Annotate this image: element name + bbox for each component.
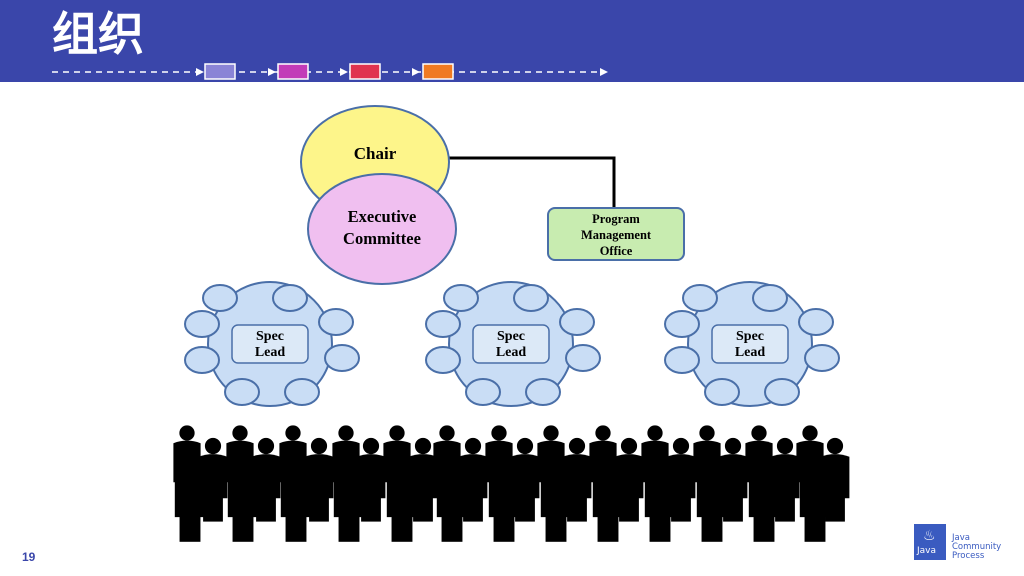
member-seat bbox=[443, 284, 479, 312]
header-progress-track bbox=[52, 63, 608, 80]
person-silhouette bbox=[436, 453, 468, 542]
person-silhouette bbox=[227, 453, 259, 542]
spec-lead-label-line1: Spec bbox=[497, 329, 525, 344]
person-silhouette bbox=[748, 453, 780, 542]
person-silhouette bbox=[540, 453, 572, 542]
track-arrowhead-1 bbox=[196, 68, 204, 76]
track-arrowhead-4 bbox=[412, 68, 420, 76]
jcp-logo-text: Java Community Process bbox=[952, 534, 1001, 561]
program-management-office-box bbox=[547, 207, 685, 261]
pmo-label-line1: Program bbox=[592, 212, 640, 226]
track-step-2 bbox=[277, 63, 309, 80]
track-arrowhead-2 bbox=[268, 68, 276, 76]
executive-label-line1: Executive bbox=[348, 207, 417, 226]
member-seat bbox=[764, 378, 800, 406]
slide-title: 组织 bbox=[52, 7, 144, 61]
person-silhouette bbox=[696, 453, 728, 542]
person-silhouette bbox=[174, 453, 206, 542]
spec-lead-label-line1: Spec bbox=[736, 329, 764, 344]
spec-lead-box bbox=[231, 324, 309, 364]
spec-lead-label-line1: Spec bbox=[256, 329, 284, 344]
spec-lead-box bbox=[472, 324, 550, 364]
java-logo-box: ♨ Java bbox=[914, 524, 946, 560]
person-silhouette bbox=[198, 437, 228, 522]
person-silhouette bbox=[280, 453, 312, 542]
member-seat bbox=[664, 310, 700, 338]
track-arrowhead-3 bbox=[340, 68, 348, 76]
member-seat bbox=[525, 378, 561, 406]
track-step-4 bbox=[422, 63, 454, 80]
member-seat bbox=[664, 346, 700, 374]
person-silhouette bbox=[799, 453, 831, 542]
track-step-3 bbox=[349, 63, 381, 80]
member-seat bbox=[465, 378, 501, 406]
track-step-1 bbox=[204, 63, 236, 80]
jcp-line-2: Community bbox=[952, 542, 1002, 552]
people-crowd-icon bbox=[173, 425, 850, 542]
person-silhouette bbox=[304, 437, 334, 522]
member-seat bbox=[513, 284, 549, 312]
person-silhouette bbox=[644, 453, 676, 542]
chair-label: Chair bbox=[354, 144, 397, 163]
member-seat bbox=[704, 378, 740, 406]
member-seat bbox=[798, 308, 834, 336]
person-silhouette bbox=[592, 453, 624, 542]
spec-lead-label-line2: Lead bbox=[735, 345, 766, 360]
member-seat bbox=[224, 378, 260, 406]
title-bar: 组织 bbox=[0, 0, 1024, 82]
person-silhouette bbox=[333, 453, 365, 542]
track-arrowhead-end bbox=[600, 68, 608, 76]
member-seat bbox=[272, 284, 308, 312]
member-seat bbox=[284, 378, 320, 406]
person-silhouette bbox=[488, 453, 520, 542]
person-silhouette bbox=[666, 437, 696, 522]
member-seat bbox=[425, 310, 461, 338]
person-silhouette bbox=[386, 453, 418, 542]
java-community-process-logo: ♨ Java Java Community Process bbox=[914, 524, 1014, 564]
member-seat bbox=[752, 284, 788, 312]
member-seat bbox=[202, 284, 238, 312]
member-seat bbox=[804, 344, 840, 372]
member-seat bbox=[682, 284, 718, 312]
executive-committee-circle bbox=[307, 173, 457, 285]
member-seat bbox=[324, 344, 360, 372]
spec-lead-label-line2: Lead bbox=[255, 345, 286, 360]
person-silhouette bbox=[251, 437, 281, 522]
jcp-line-1: Java bbox=[952, 533, 970, 543]
pmo-label-line3: Office bbox=[600, 244, 633, 258]
jcp-line-3: Process bbox=[952, 551, 985, 561]
spec-lead-label-line2: Lead bbox=[496, 345, 527, 360]
member-seat bbox=[559, 308, 595, 336]
member-seat bbox=[184, 310, 220, 338]
member-seat bbox=[565, 344, 601, 372]
java-cup-icon: ♨ bbox=[923, 527, 936, 543]
member-seat bbox=[184, 346, 220, 374]
member-seat bbox=[425, 346, 461, 374]
page-number: 19 bbox=[22, 550, 36, 564]
member-seat bbox=[318, 308, 354, 336]
pmo-connector-line bbox=[445, 156, 616, 210]
spec-lead-box bbox=[711, 324, 789, 364]
pmo-label-line2: Management bbox=[581, 228, 652, 242]
java-logo-text: Java bbox=[917, 546, 937, 556]
executive-label-line2: Committee bbox=[343, 229, 421, 248]
